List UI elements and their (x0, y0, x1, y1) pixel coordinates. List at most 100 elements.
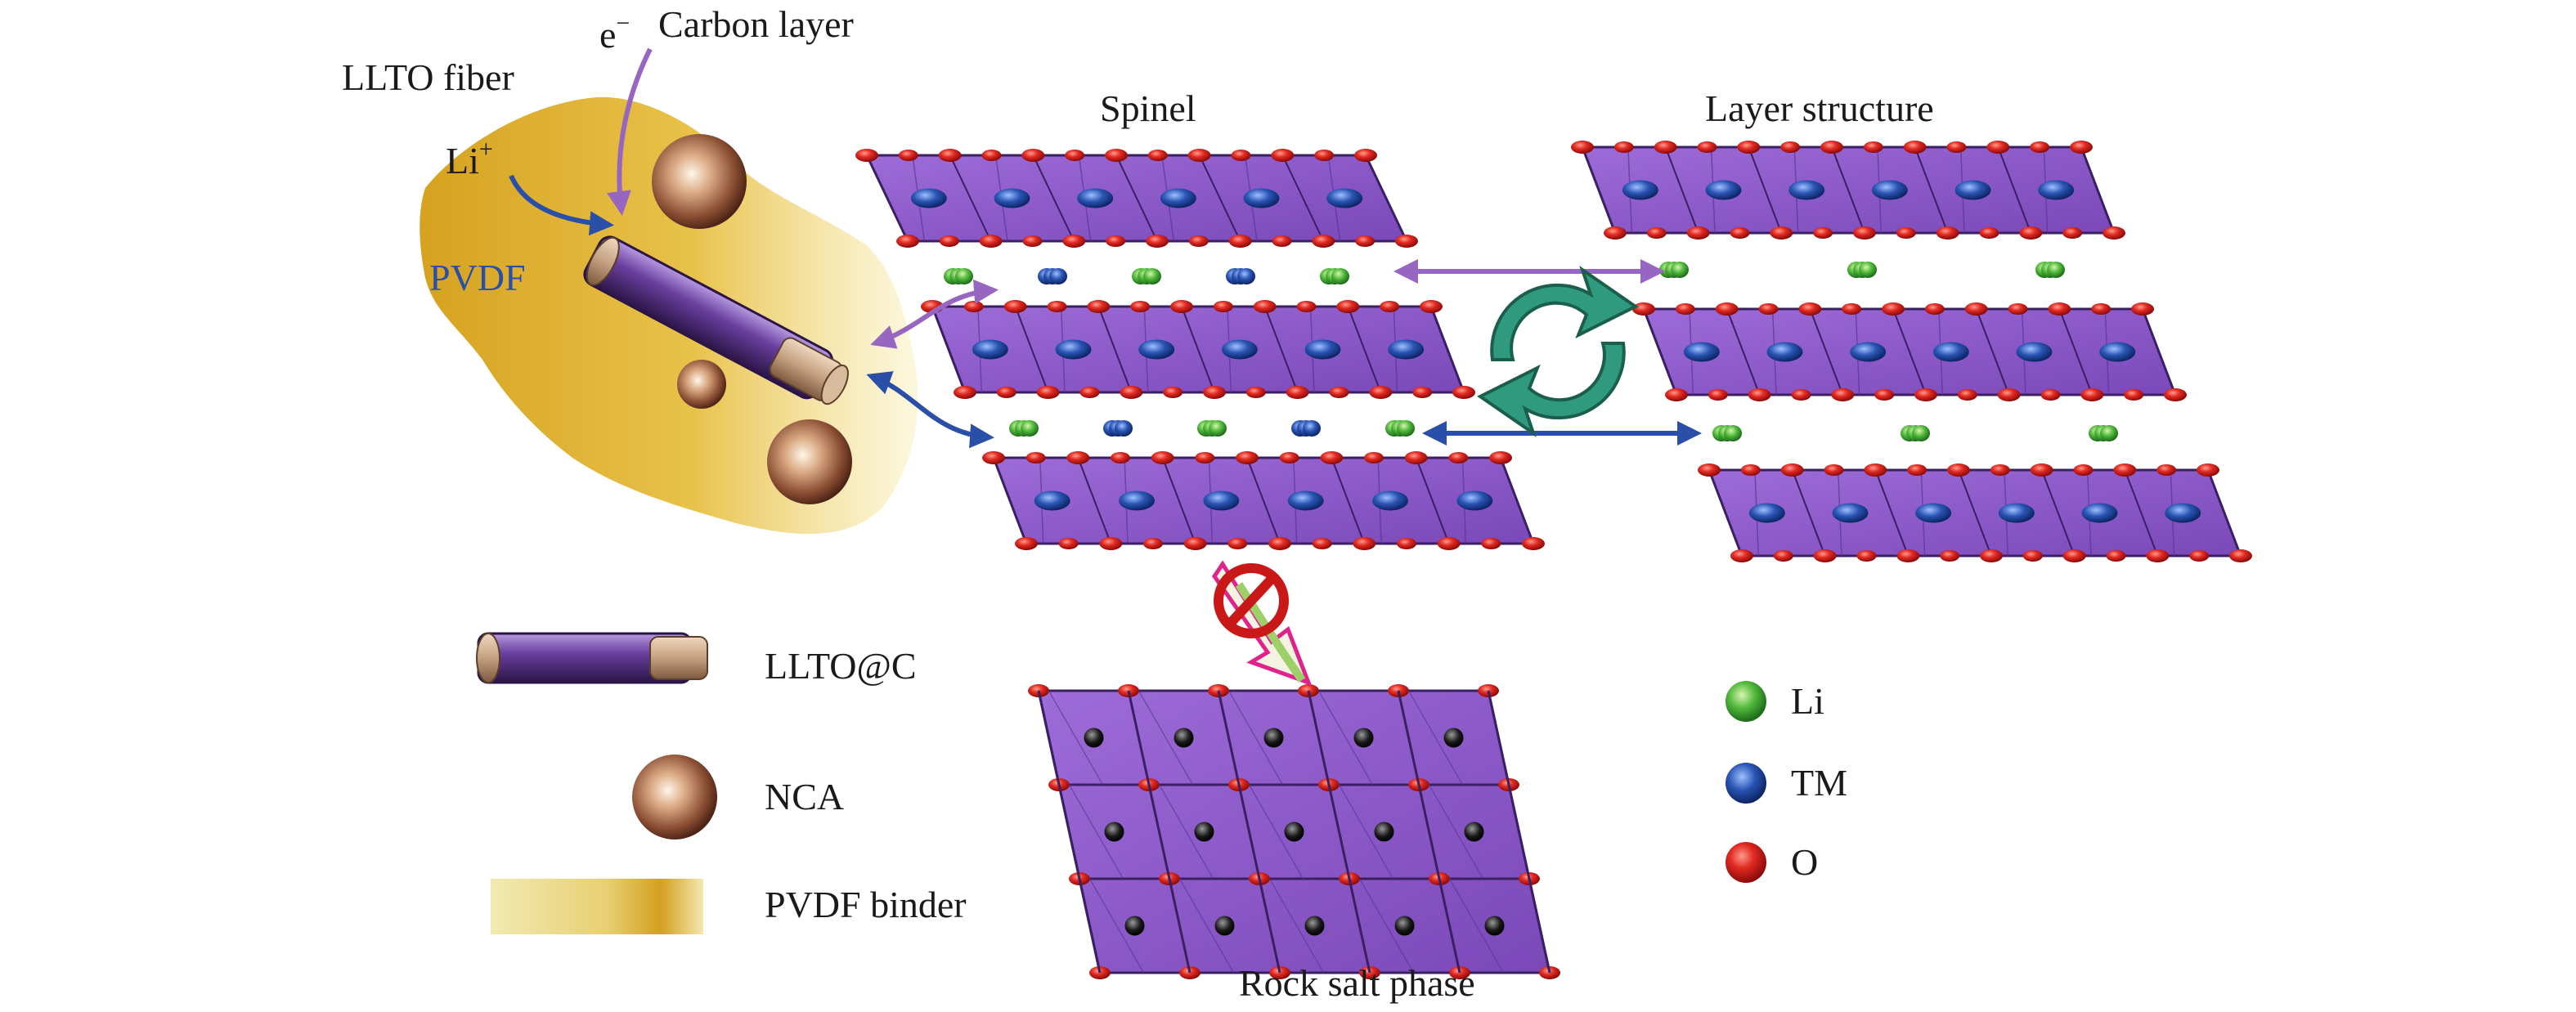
llto-fiber (583, 235, 849, 405)
oxygen-atom (1271, 149, 1295, 162)
tm-atom (1932, 342, 1969, 362)
blue-double-arrow (866, 371, 994, 449)
cation-atom (1194, 822, 1214, 842)
tm-atom (1871, 180, 1908, 200)
octahedron-edge (1791, 469, 1826, 557)
octahedron-edge (1975, 308, 2010, 396)
oxygen-atom (1170, 300, 1193, 313)
oxygen-atom (1665, 388, 1688, 401)
oxygen-atom (1632, 302, 1655, 316)
tm-atom (1138, 339, 1175, 360)
oxygen-atom (1380, 301, 1400, 312)
oxygen-atom (1914, 388, 1937, 401)
oxygen-atom (954, 386, 976, 399)
tm-atom (1160, 188, 1196, 208)
llto-c-legend-label: LLTO@C (765, 645, 917, 687)
electron-label: e− (599, 10, 630, 56)
octahedron-edge (2040, 469, 2076, 557)
octahedron-edge (1365, 154, 1407, 242)
oxygen-atom (1412, 387, 1433, 398)
octahedron-edge (1892, 308, 1927, 396)
tm-atom (1055, 339, 1092, 360)
oxygen-atom (1842, 303, 1862, 315)
purple-double-arrow (870, 279, 999, 349)
oxygen-atom (1791, 389, 1811, 401)
octahedron-edge (1014, 306, 1049, 393)
oxygen-atom (1099, 537, 1123, 550)
li-atom (1724, 425, 1742, 441)
li-atom (1021, 420, 1039, 437)
oxygen-atom (1079, 387, 1100, 398)
octahedron-edge (1500, 457, 1534, 544)
oxygen-atom (1146, 235, 1169, 248)
layer-structure (1571, 141, 2252, 562)
oxygen-atom (1354, 149, 1377, 162)
oxygen-atom (1874, 389, 1895, 401)
oxygen-atom (1355, 235, 1376, 247)
oxygen-atom (996, 387, 1016, 398)
oxygen-atom (979, 235, 1003, 248)
oxygen-atom (1213, 301, 1233, 312)
llto-fiber-label: LLTO fiber (342, 56, 514, 98)
lattice-edge (1217, 690, 1281, 974)
tm-atom (1372, 490, 1408, 511)
oxygen-atom (1715, 302, 1739, 316)
li-legend-icon (1726, 681, 1766, 722)
oxygen-atom (1227, 538, 1248, 549)
oxygen-atom (1798, 302, 1822, 316)
li-atom (1331, 268, 1349, 284)
oxygen-atom (1957, 389, 1977, 401)
octahedron-edge (1263, 306, 1299, 393)
oxygen-atom (2008, 303, 2028, 315)
oxygen-atom (1856, 550, 1877, 562)
octahedron-edge (1708, 469, 1743, 557)
legend-right: Li TM O (1726, 680, 1847, 883)
tm-atom (1998, 503, 2035, 523)
cation-atom (1443, 728, 1464, 748)
oxygen-atom (963, 301, 984, 312)
oxygen-atom (1708, 389, 1728, 401)
octahedron-edge (1415, 457, 1450, 544)
oxygen-atom (1813, 549, 1837, 562)
oxygen-atom (1896, 549, 1920, 562)
tm-atom (1326, 188, 1363, 208)
prohibited-transition (1211, 560, 1313, 687)
cation-atom (1464, 822, 1484, 842)
layer-structure-label: Layer structure (1705, 87, 1934, 129)
oxygen-atom (1730, 549, 1753, 562)
octahedron-edge (1198, 154, 1241, 242)
oxygen-atom (1036, 386, 1060, 399)
oxygen-atom (1820, 141, 1843, 154)
oxygen-atom (2106, 550, 2126, 562)
oxygen-atom (1896, 227, 1916, 239)
cation-atom (1304, 916, 1325, 936)
octahedron-edge (2058, 308, 2094, 396)
tm-atom (2016, 342, 2053, 362)
octahedron-edge (1809, 308, 1844, 396)
oxygen-atom (1863, 141, 1883, 153)
tm-atom (1115, 420, 1133, 437)
oxygen-atom (2070, 141, 2093, 154)
oxygen-atom (1730, 227, 1750, 239)
octahedron-edge (1158, 784, 1214, 880)
tm-atom (1915, 503, 1952, 523)
oxygen-atom (2164, 388, 2187, 401)
oxygen-atom (1907, 464, 1928, 476)
legend-left: LLTO@C NCA PVDF binder (476, 632, 967, 934)
oxygen-atom (1831, 388, 1855, 401)
oxygen-atom (1758, 303, 1779, 315)
oxygen-atom (1675, 303, 1695, 315)
lattice-edge (1487, 690, 1551, 974)
oxygen-atom (1853, 226, 1876, 240)
tm-atom (1049, 268, 1067, 284)
octahedron-edge (1448, 878, 1505, 974)
li-atom (2100, 425, 2118, 441)
oxygen-atom (1236, 451, 1259, 464)
octahedron-edge (1582, 146, 1616, 234)
oxygen-atom (1489, 451, 1512, 464)
oxygen-atom (2019, 226, 2043, 240)
tm-atom (1388, 339, 1425, 360)
spinel-slab-top (855, 149, 1418, 248)
oxygen-atom (2103, 226, 2125, 240)
oxygen-atom (1903, 141, 1927, 154)
